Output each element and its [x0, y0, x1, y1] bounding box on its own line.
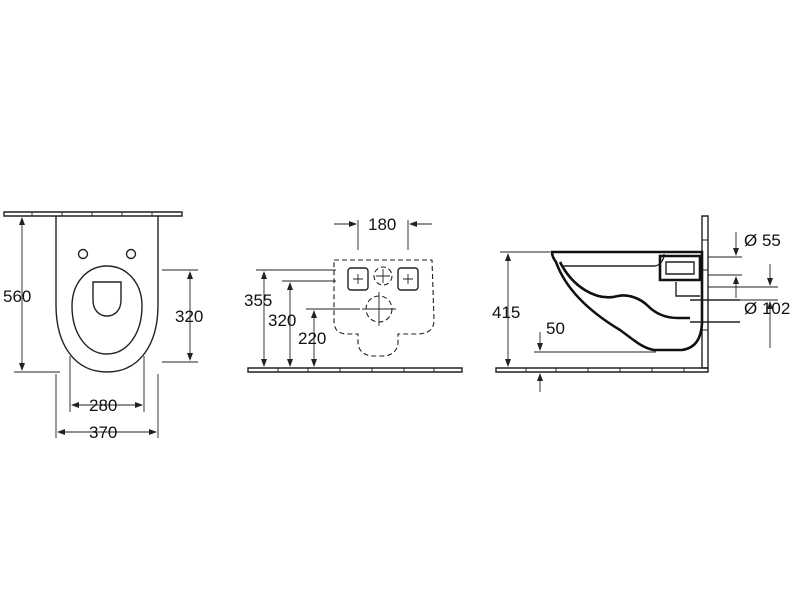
dim-d55: Ø 55 — [744, 231, 781, 250]
dim-355: 355 — [244, 291, 272, 310]
top-view: 560 320 280 370 — [3, 212, 203, 442]
dim-d102: Ø 102 — [744, 299, 790, 318]
front-view-bowl-outline — [334, 260, 434, 356]
side-view-bowl-inner — [560, 262, 690, 318]
dim-220: 220 — [298, 329, 326, 348]
dim-370: 370 — [89, 423, 117, 442]
top-view-seat-opening — [72, 266, 142, 354]
dim-180: 180 — [368, 215, 396, 234]
top-view-bolt-left — [79, 250, 88, 259]
top-view-bowl-outline — [56, 216, 158, 372]
front-view-floor — [248, 368, 462, 372]
dim-320-front: 320 — [268, 311, 296, 330]
dim-280: 280 — [89, 396, 117, 415]
dim-560: 560 — [3, 287, 31, 306]
side-view-outlet-pipe — [690, 300, 740, 322]
top-view-flush-outlet — [93, 282, 121, 316]
front-view: 180 355 320 220 — [244, 215, 462, 372]
top-view-bolt-right — [127, 250, 136, 259]
dim-320-top: 320 — [175, 307, 203, 326]
side-view: Ø 55 Ø 102 415 50 — [492, 216, 790, 392]
side-view-floor — [496, 368, 708, 372]
top-view-wall-plate — [4, 212, 182, 216]
dim-415: 415 — [492, 303, 520, 322]
dim-50: 50 — [546, 319, 565, 338]
